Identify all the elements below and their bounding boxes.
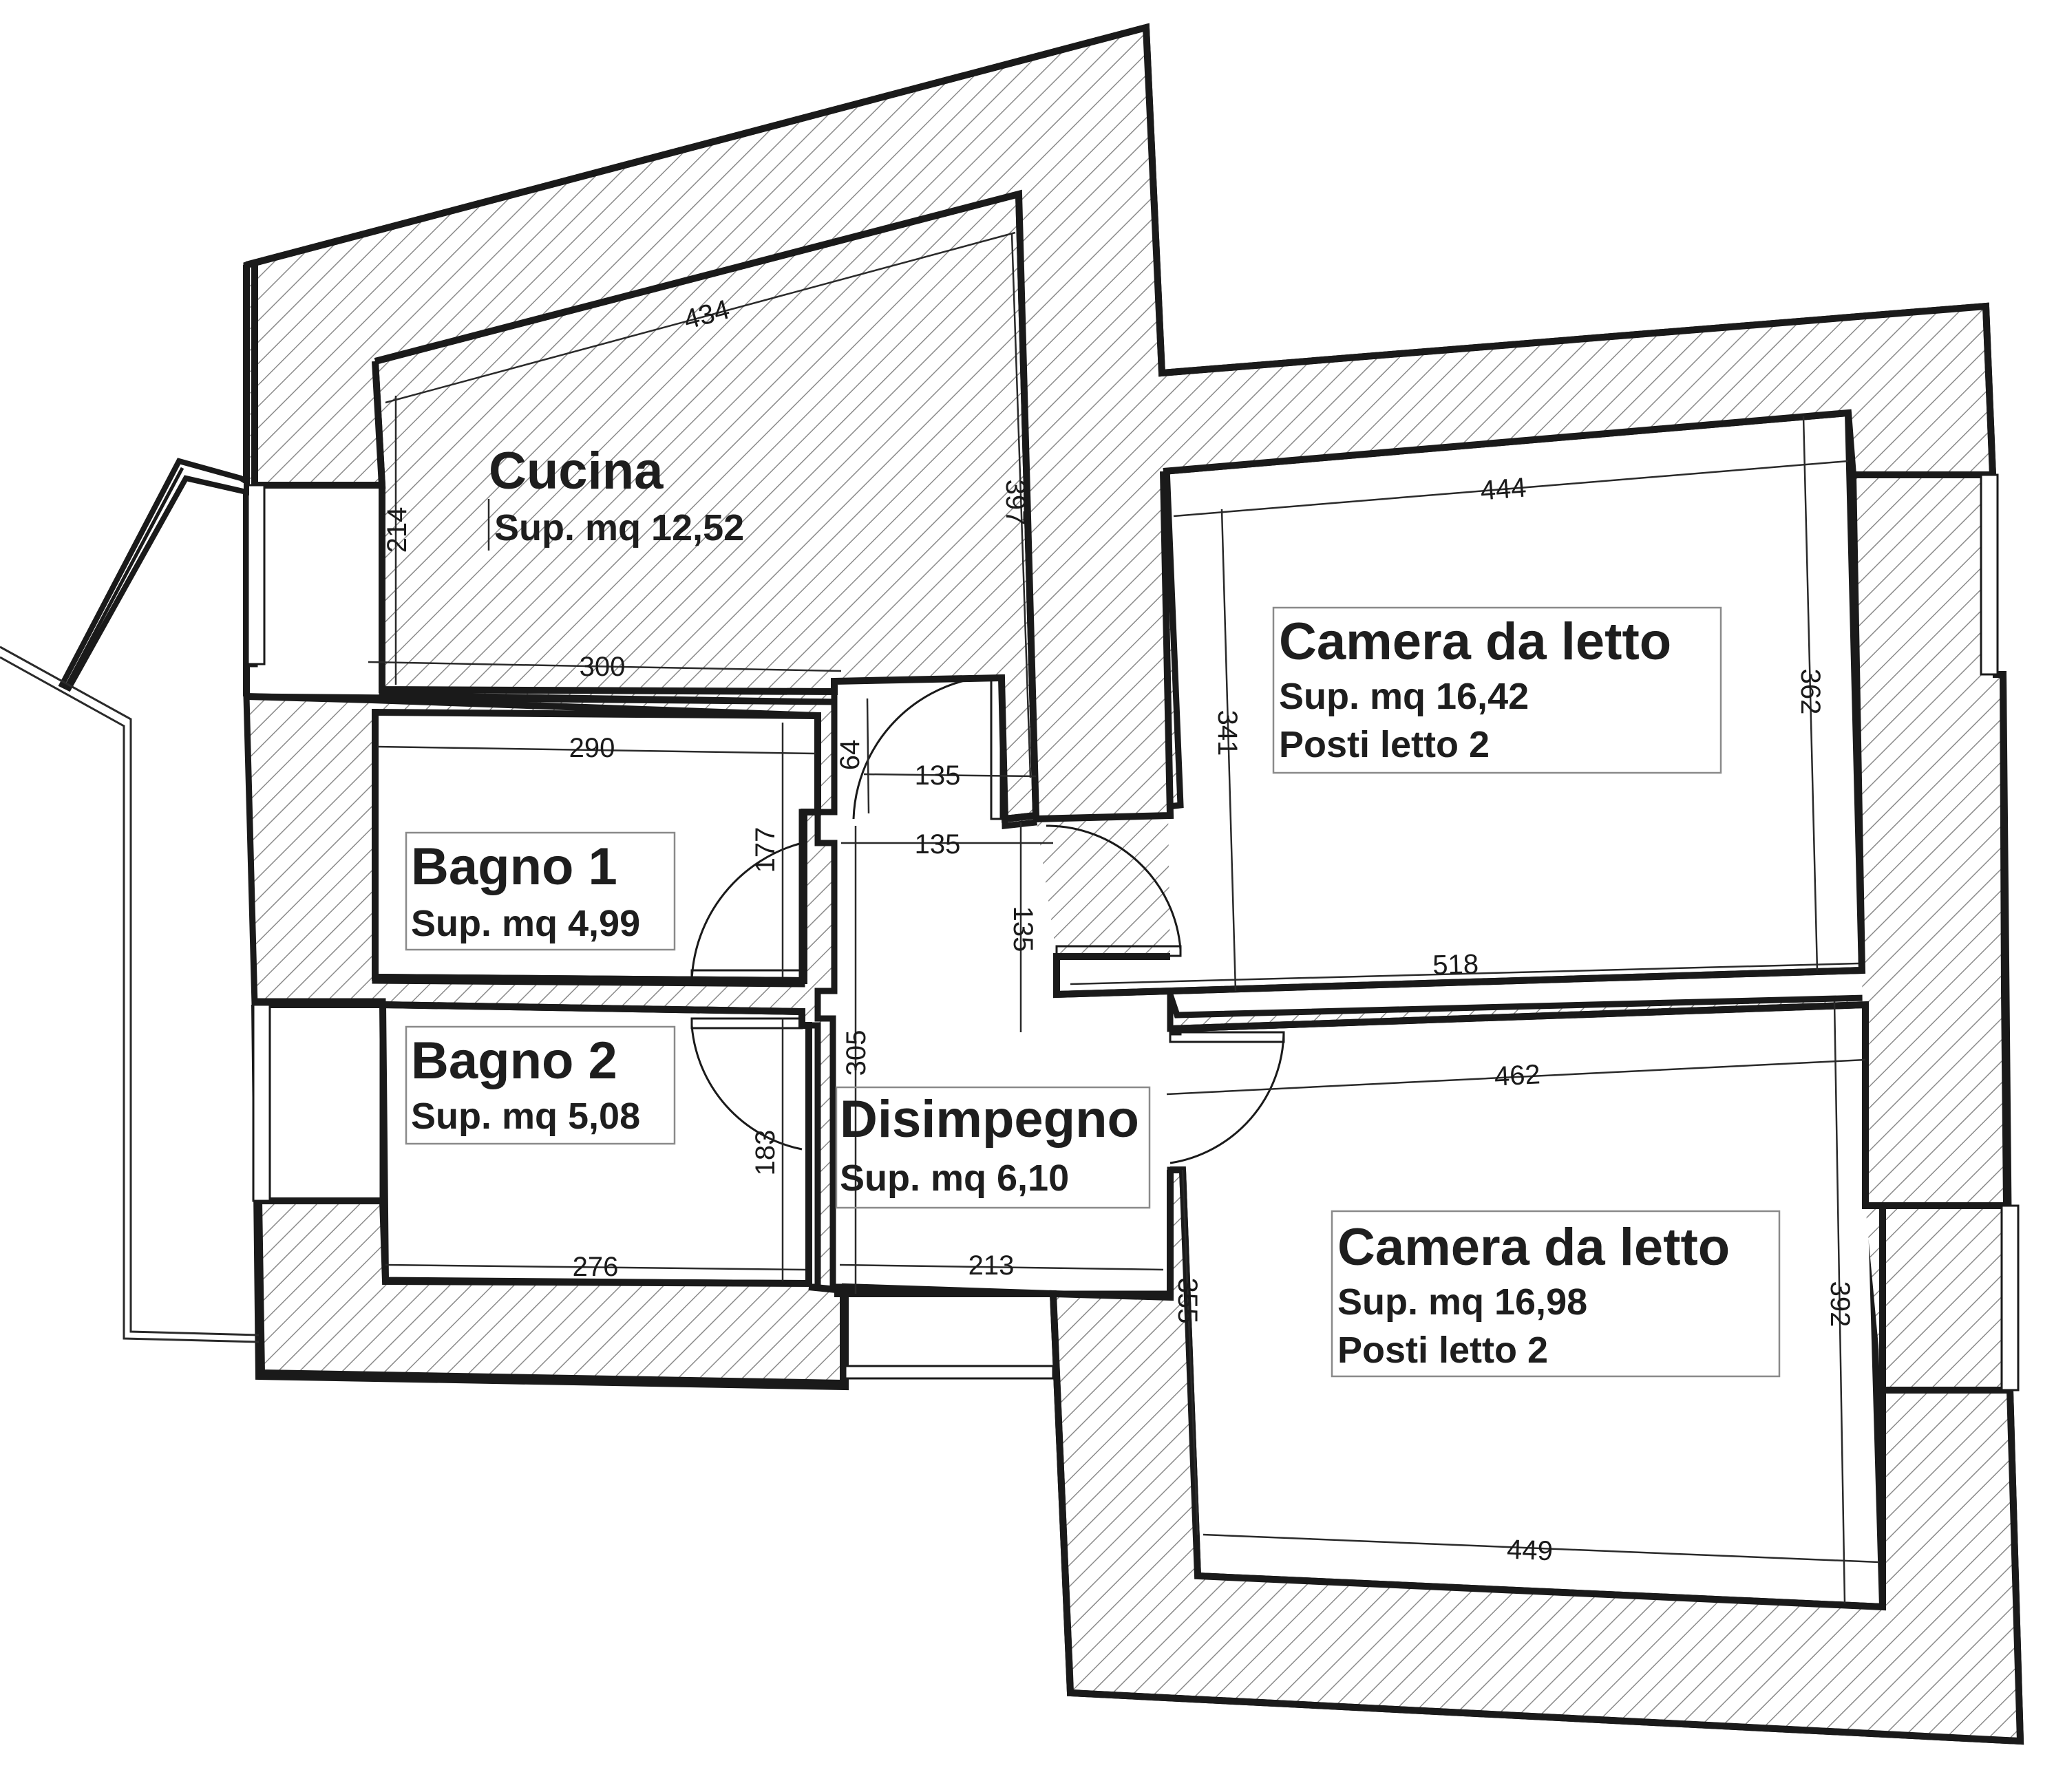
dim-cam2-bottom: 449 — [1506, 1535, 1553, 1567]
room-area-bagno1: Sup. mq 4,99 — [411, 903, 640, 944]
dim-bagno2-width: 276 — [573, 1252, 619, 1282]
window-bagno2 — [252, 1003, 271, 1202]
room-area-cucina: Sup. mq 12,52 — [494, 507, 744, 548]
room-area-camera2: Sup. mq 16,98 — [1337, 1281, 1587, 1323]
dim-dis-bottom: 213 — [968, 1250, 1015, 1281]
room-beds-camera1: Posti letto 2 — [1279, 724, 1490, 765]
wall-south-corr — [834, 1283, 1081, 1696]
room-name-camera1: Camera da letto — [1279, 612, 1671, 671]
balcony — [0, 458, 260, 1343]
window-disimpegno — [844, 1365, 1055, 1380]
dim-dis-upper: 135 — [915, 760, 961, 791]
room-name-bagno1: Bagno 1 — [411, 838, 617, 896]
room-area-bagno2: Sup. mq 5,08 — [411, 1096, 640, 1137]
dim-bagno1-height: 177 — [750, 827, 781, 873]
dim-cam1-right: 362 — [1795, 669, 1825, 715]
dim-cam1-top: 444 — [1479, 472, 1527, 506]
dimension-lines — [368, 231, 1880, 1604]
door-camera2 — [1169, 1032, 1285, 1164]
wall-hatch-fills — [250, 32, 2017, 1738]
dim-cucina-left: 214 — [382, 507, 412, 553]
dim-dis-small: 64 — [835, 740, 865, 771]
door-camera1 — [1046, 824, 1182, 950]
dim-bagno1-width: 290 — [569, 733, 615, 763]
doors — [690, 676, 1285, 1164]
door-cucina — [852, 676, 1003, 820]
room-name-disimpegno: Disimpegno — [840, 1090, 1139, 1149]
dim-dis-mid: 135 — [915, 829, 961, 860]
room-beds-camera2: Posti letto 2 — [1337, 1330, 1548, 1371]
window-cucina — [246, 484, 266, 665]
dim-cucina-right: 397 — [1000, 480, 1030, 526]
room-name-cucina: Cucina — [489, 442, 664, 500]
dim-cam2-left: 355 — [1172, 1278, 1203, 1324]
room-area-camera1: Sup. mq 16,42 — [1279, 676, 1529, 717]
window-camera1 — [1980, 473, 1999, 676]
windows — [246, 473, 2020, 1391]
room-name-camera2: Camera da letto — [1337, 1218, 1730, 1277]
dim-cucina-bottom: 300 — [580, 652, 626, 682]
dim-cam2-right: 392 — [1825, 1281, 1855, 1327]
dim-cam1-bottom: 518 — [1432, 949, 1479, 981]
dim-dis-vert: 135 — [1008, 906, 1038, 952]
window-camera2 — [2000, 1204, 2020, 1391]
dim-cam1-left: 341 — [1212, 710, 1242, 756]
door-bagno2 — [690, 1025, 803, 1151]
room-name-bagno2: Bagno 2 — [411, 1032, 617, 1090]
dim-bagno2-height: 183 — [750, 1130, 781, 1176]
door-bagno1 — [690, 842, 803, 981]
room-labels: Cucina Sup. mq 12,52 Camera da letto Sup… — [405, 442, 1781, 1378]
room-area-disimpegno: Sup. mq 6,10 — [840, 1158, 1069, 1199]
dim-dis-height: 305 — [841, 1030, 871, 1076]
dim-cam2-top: 462 — [1494, 1059, 1541, 1091]
